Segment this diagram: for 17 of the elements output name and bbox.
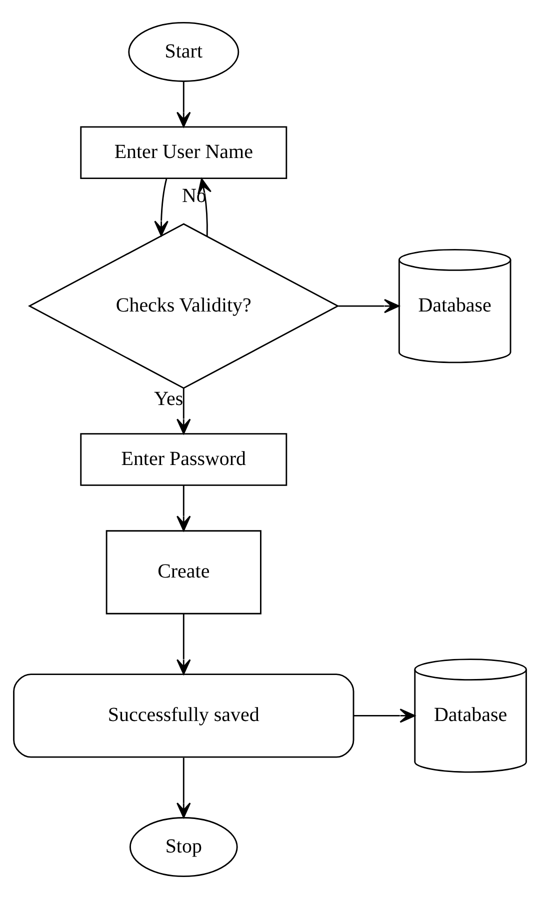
node-ellipse: Start [128,22,240,82]
arrow [176,485,191,532]
arrow [198,178,212,236]
node-box: Enter Password [80,433,288,486]
arrow [176,614,191,675]
node-box: Enter User Name [80,126,288,180]
node-diamond: Checks Validity? [28,223,340,389]
arrow [354,708,416,723]
node-ellipse: Stop [129,817,238,877]
node-box: Successfully saved [13,674,354,758]
node-box: Create [106,530,262,614]
arrow [176,758,191,818]
arrow [338,298,400,314]
arrow [176,82,191,128]
arrow [176,388,191,434]
arrow [154,178,168,236]
edge-label: Yes [154,388,184,410]
